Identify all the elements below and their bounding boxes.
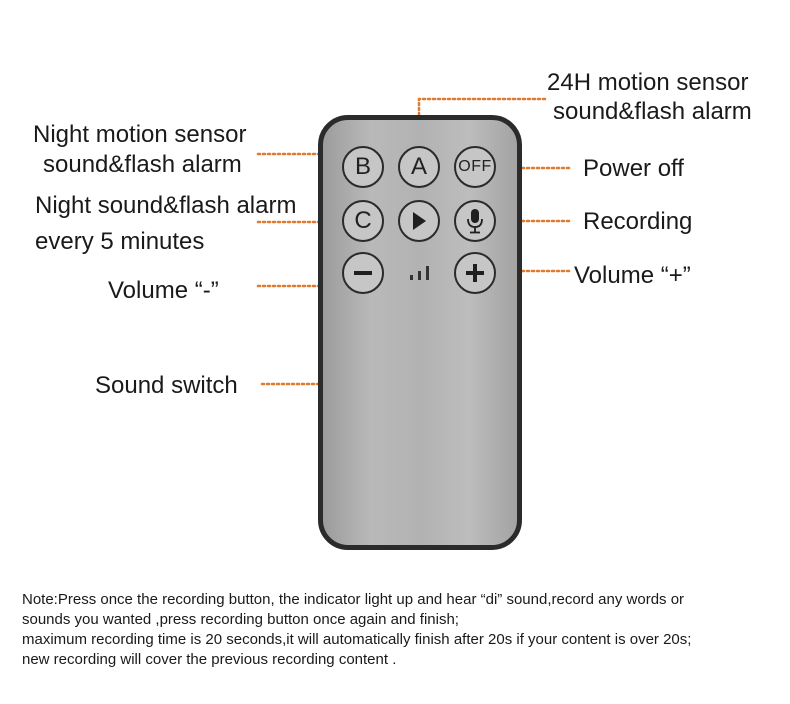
label-volume-plus: Volume “+”: [574, 262, 691, 289]
play-icon: [413, 212, 426, 230]
note-line-4: new recording will cover the previous re…: [22, 651, 397, 668]
note-line-3: maximum recording time is 20 seconds,it …: [22, 631, 692, 648]
label-night-motion-line1: Night motion sensor: [33, 121, 247, 148]
volume-plus-button[interactable]: [454, 252, 496, 294]
label-power-off: Power off: [583, 155, 684, 182]
note-line-2: sounds you wanted ,press recording butto…: [22, 611, 459, 628]
button-c[interactable]: C: [342, 200, 384, 242]
sound-switch-button[interactable]: [398, 200, 440, 242]
label-night-sound-line2: every 5 minutes: [35, 228, 205, 255]
signal-indicator-icon: [410, 266, 429, 280]
button-b[interactable]: B: [342, 146, 384, 188]
label-night-motion-line2: sound&flash alarm: [43, 151, 242, 178]
recording-button[interactable]: [454, 200, 496, 242]
label-night-sound-line1: Night sound&flash alarm: [35, 192, 297, 219]
button-a[interactable]: A: [398, 146, 440, 188]
volume-minus-button[interactable]: [342, 252, 384, 294]
microphone-icon: [467, 209, 483, 234]
label-recording: Recording: [583, 208, 693, 235]
note-line-1: Note:Press once the recording button, th…: [22, 591, 685, 608]
power-off-button[interactable]: OFF: [454, 146, 496, 188]
minus-icon: [354, 271, 372, 275]
label-24h-line2: sound&flash alarm: [553, 98, 752, 125]
label-sound-switch: Sound switch: [95, 372, 238, 399]
label-volume-minus: Volume “-”: [108, 277, 219, 304]
note-text: Note:Press once the recording button, th…: [22, 590, 772, 670]
label-24h-line1: 24H motion sensor: [547, 69, 749, 96]
plus-icon: [466, 264, 484, 282]
